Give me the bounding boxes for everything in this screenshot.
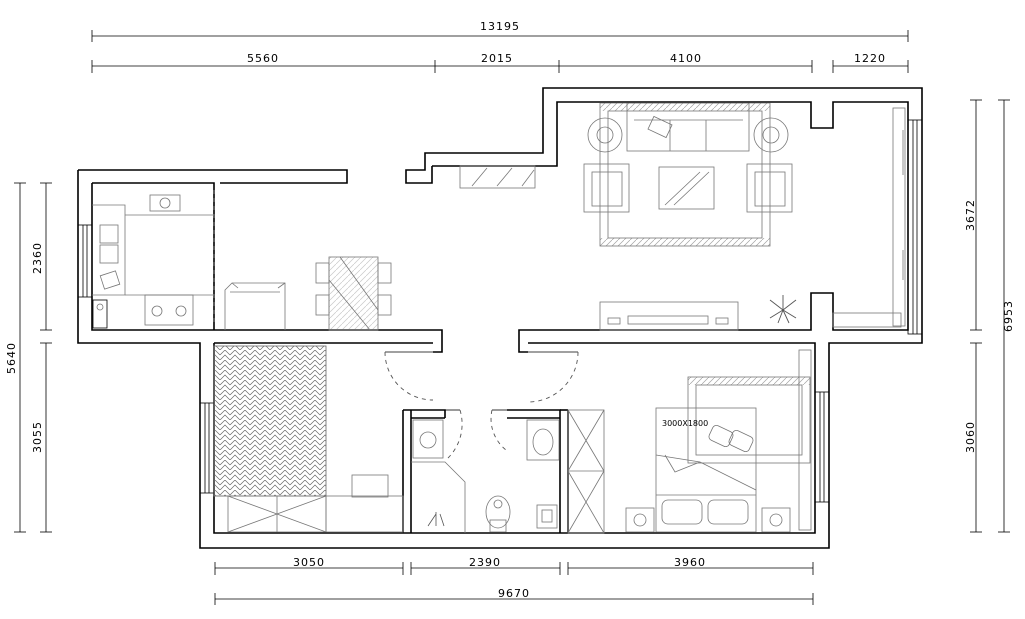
dim-top-total: 13195 [480,20,520,33]
wardrobe [567,409,605,534]
kid-room [213,345,404,533]
dim-bottom-seg-3: 3960 [674,556,706,569]
dim-top-seg-3: 4100 [670,52,702,65]
dining-table [315,256,392,331]
dim-right-outer: 6953 [1002,300,1015,332]
living-room [583,102,906,331]
bed-size-label: 3000X1800 [662,419,708,428]
dim-left-seg-2: 3055 [31,421,44,453]
master-bedroom [625,349,812,533]
dim-right-seg-2: 3060 [964,421,977,453]
entry-cabinet [459,165,536,189]
appliance [224,282,286,330]
dim-bottom-seg-1: 3050 [293,556,325,569]
bathroom [411,419,560,533]
doors [213,190,579,459]
dimension-lines [14,30,1010,605]
windows [77,119,923,503]
dim-bottom-total: 9670 [498,587,530,600]
dim-left-seg-1: 2360 [31,242,44,274]
dim-top-seg-4: 1220 [854,52,886,65]
dim-bottom-seg-2: 2390 [469,556,501,569]
dim-top-seg-2: 2015 [481,52,513,65]
dim-top-seg-1: 5560 [247,52,279,65]
plant-icon [769,295,797,324]
dim-left-outer: 5640 [5,342,18,374]
kitchen [92,194,214,329]
dim-right-seg-1: 3672 [964,199,977,231]
